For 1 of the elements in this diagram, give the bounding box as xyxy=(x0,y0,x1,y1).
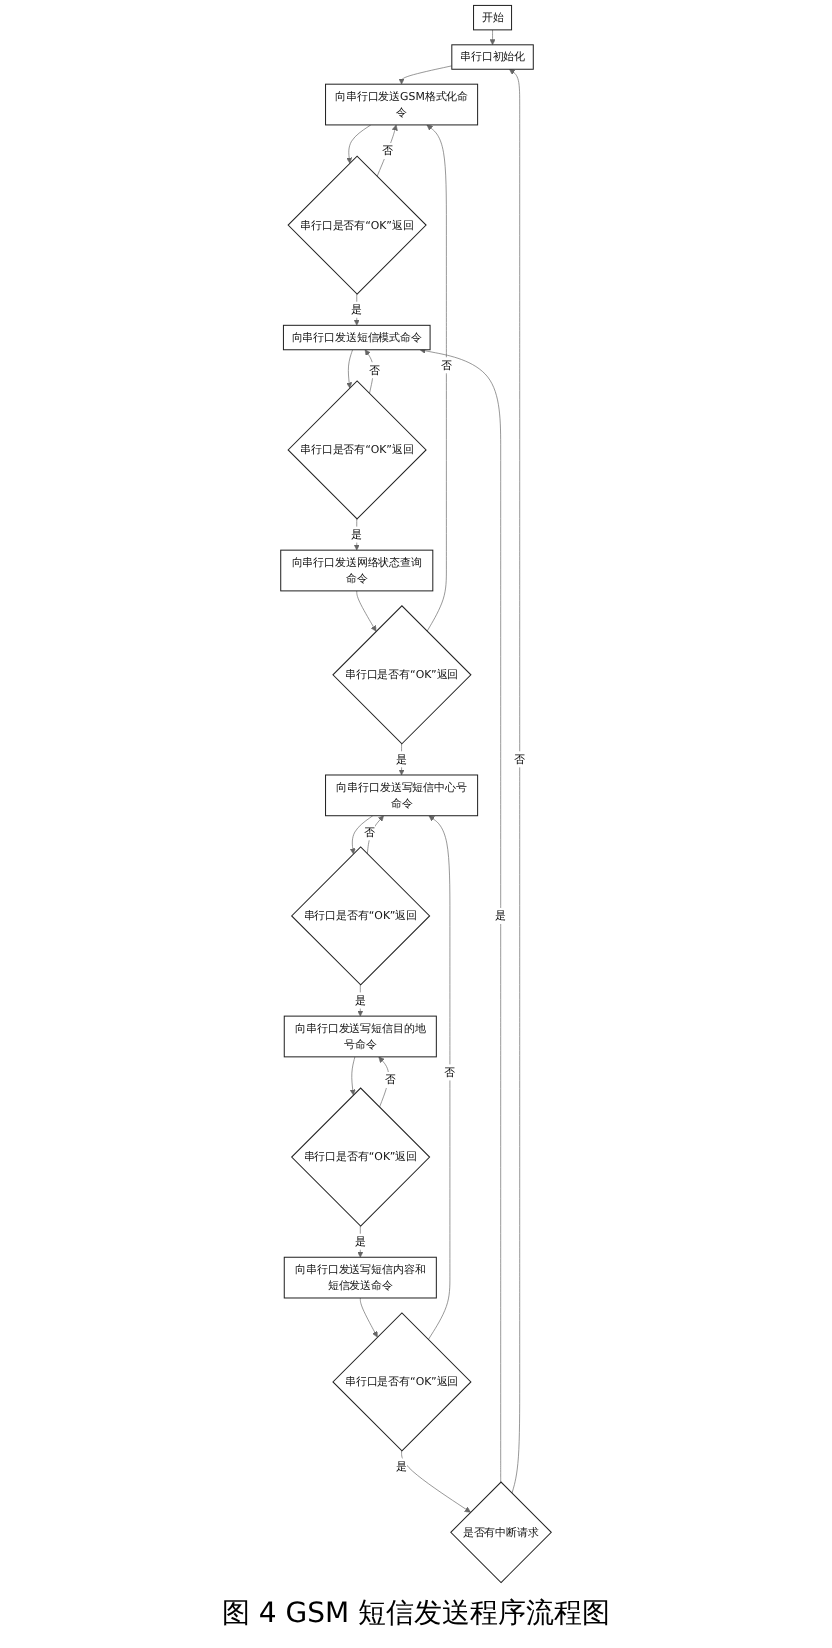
figure-caption: 图 4 GSM 短信发送程序流程图 xyxy=(221,1596,611,1634)
